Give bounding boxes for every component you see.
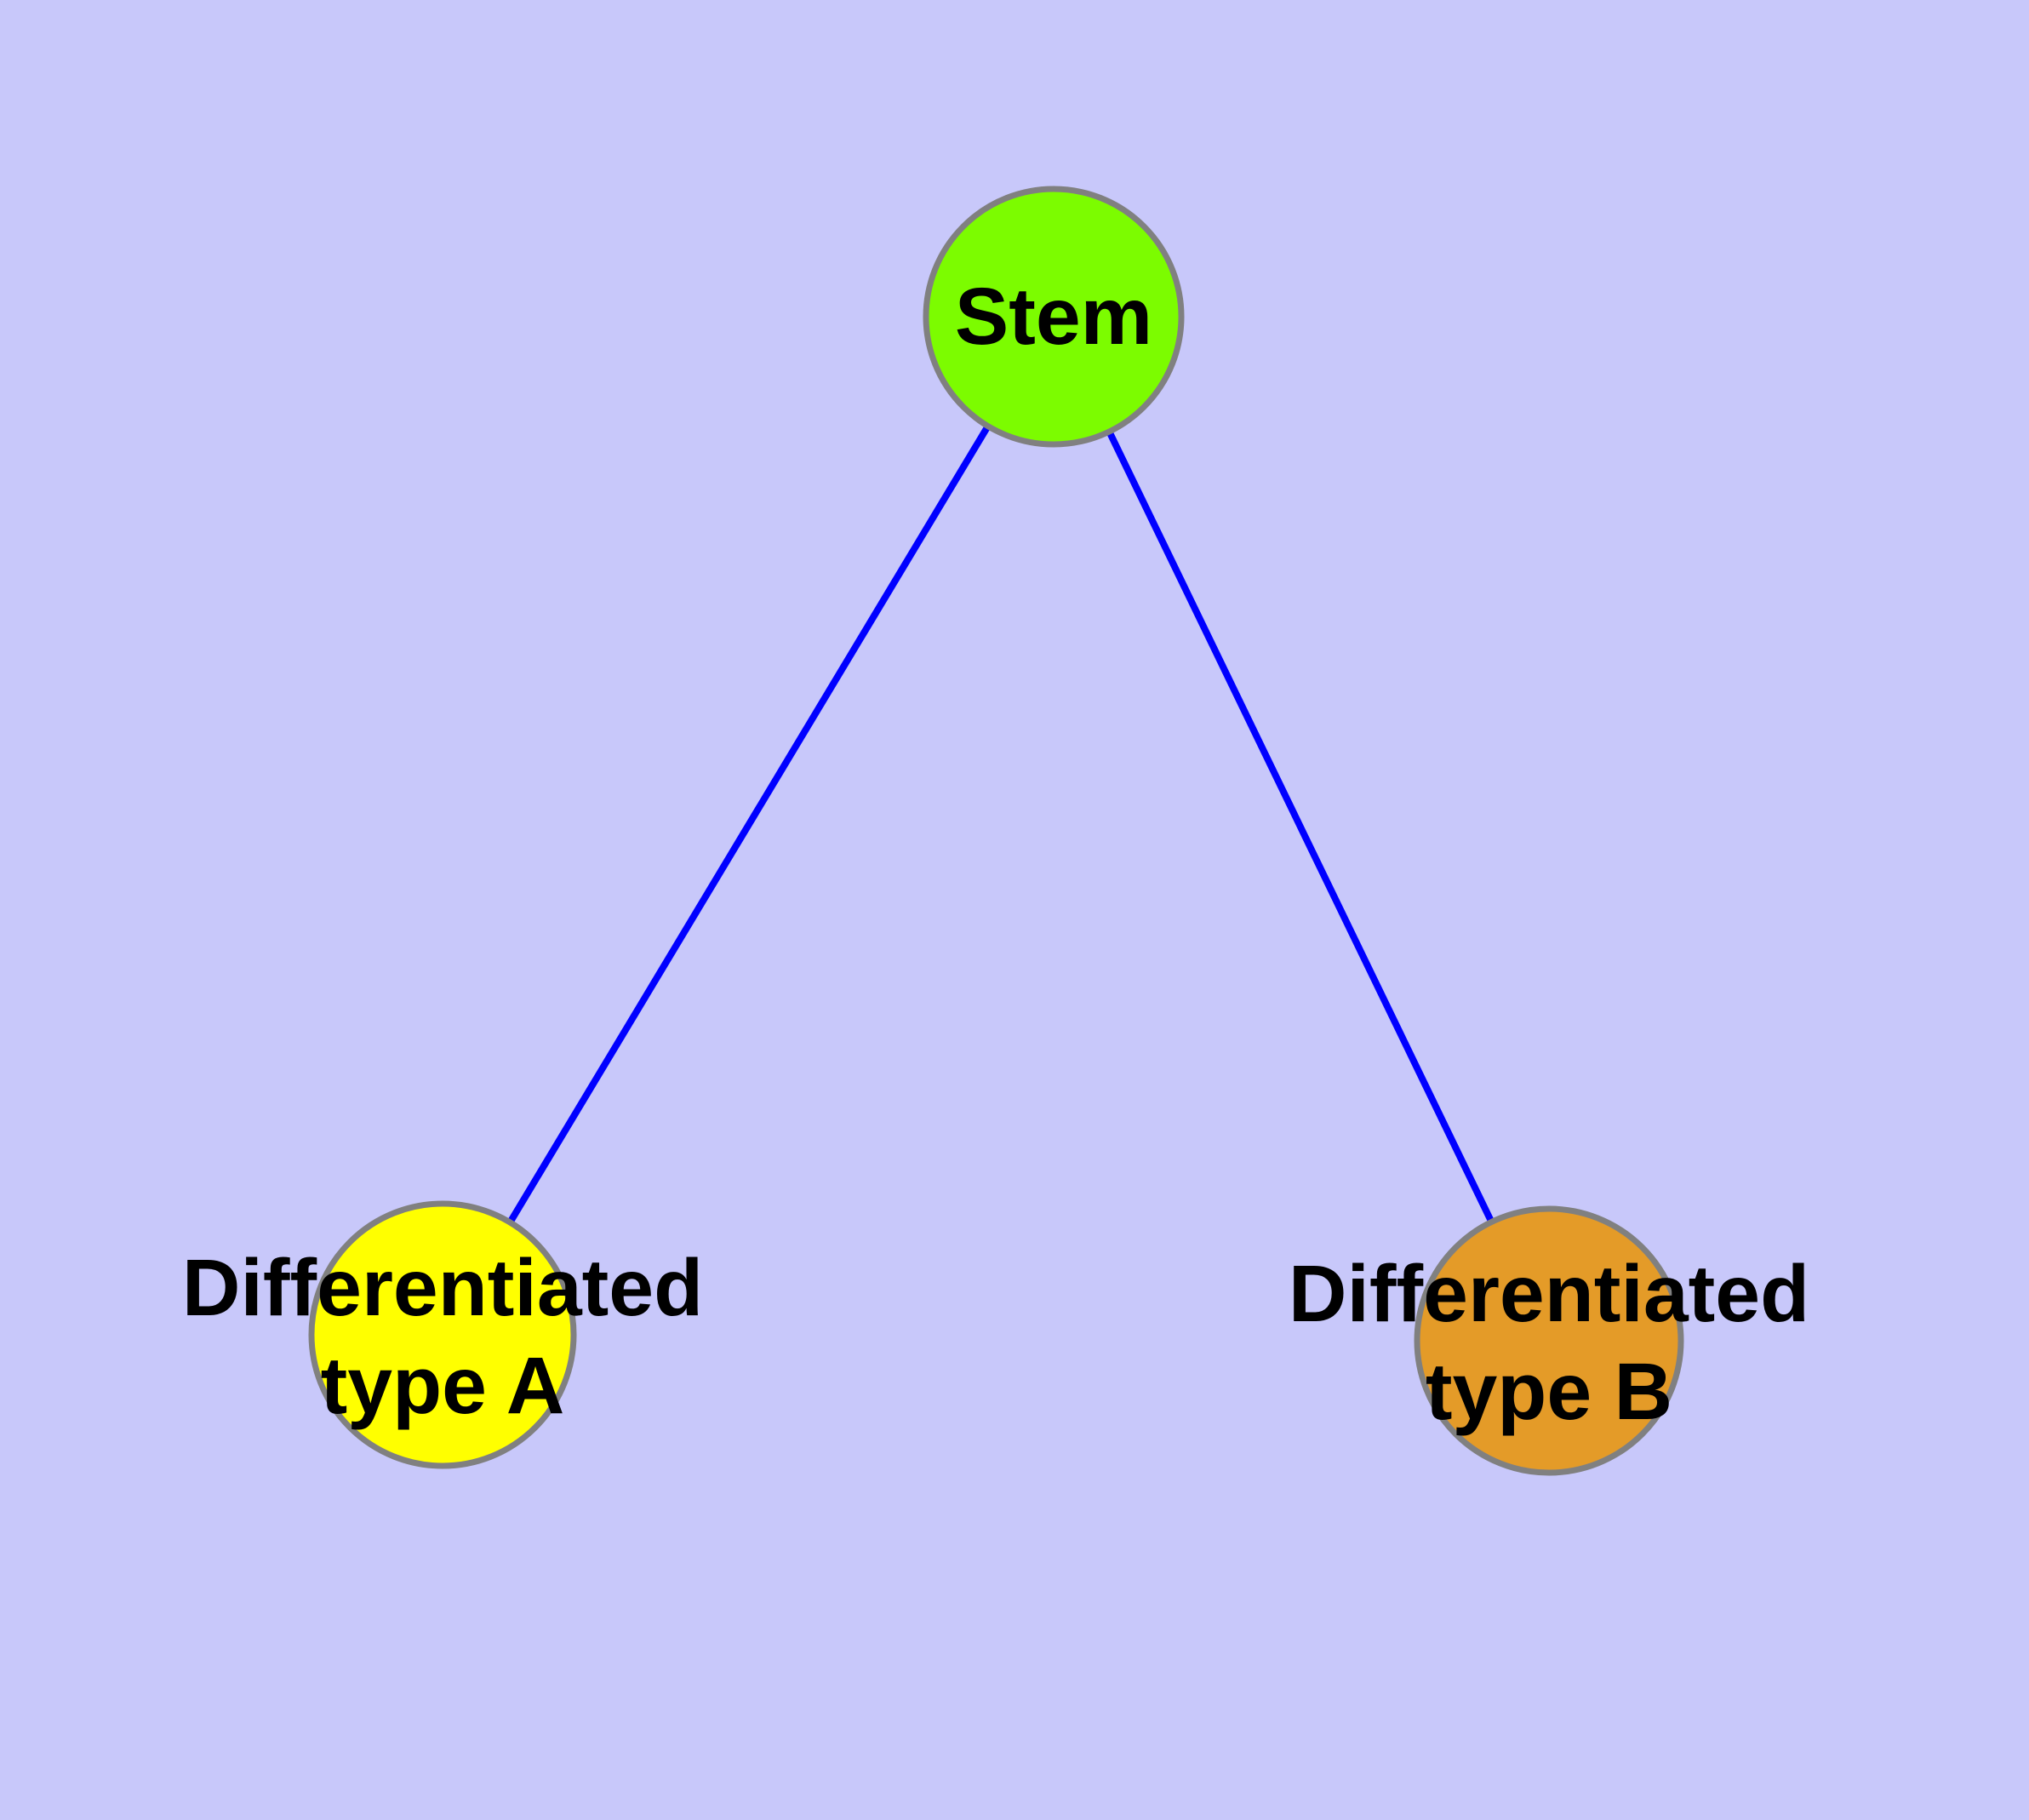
edge-stem-to-differentiated-type-b[interactable] — [1050, 315, 1552, 1342]
node-differentiated-type-a[interactable] — [308, 1200, 577, 1469]
edge-layer — [439, 314, 1552, 1342]
node-differentiated-type-a-label-line1: Differentiated — [182, 1243, 703, 1333]
node-stem-circle[interactable] — [923, 186, 1185, 448]
node-differentiated-type-b-circle[interactable] — [1414, 1205, 1684, 1476]
node-stem-label: Stem — [955, 272, 1152, 362]
node-stem[interactable] — [923, 186, 1185, 448]
edge-stem-to-differentiated-type-a[interactable] — [439, 314, 1057, 1337]
node-differentiated-type-a-circle[interactable] — [308, 1200, 577, 1469]
node-differentiated-type-a-label-line2: type A — [321, 1341, 565, 1431]
label-layer: Stem Differentiated type A Differentiate… — [182, 272, 1809, 1437]
node-differentiated-type-b[interactable] — [1414, 1205, 1684, 1476]
node-differentiated-type-b-label-line2: type B — [1426, 1347, 1672, 1437]
node-differentiated-type-b-label-line1: Differentiated — [1289, 1249, 1809, 1339]
node-layer — [308, 186, 1684, 1476]
